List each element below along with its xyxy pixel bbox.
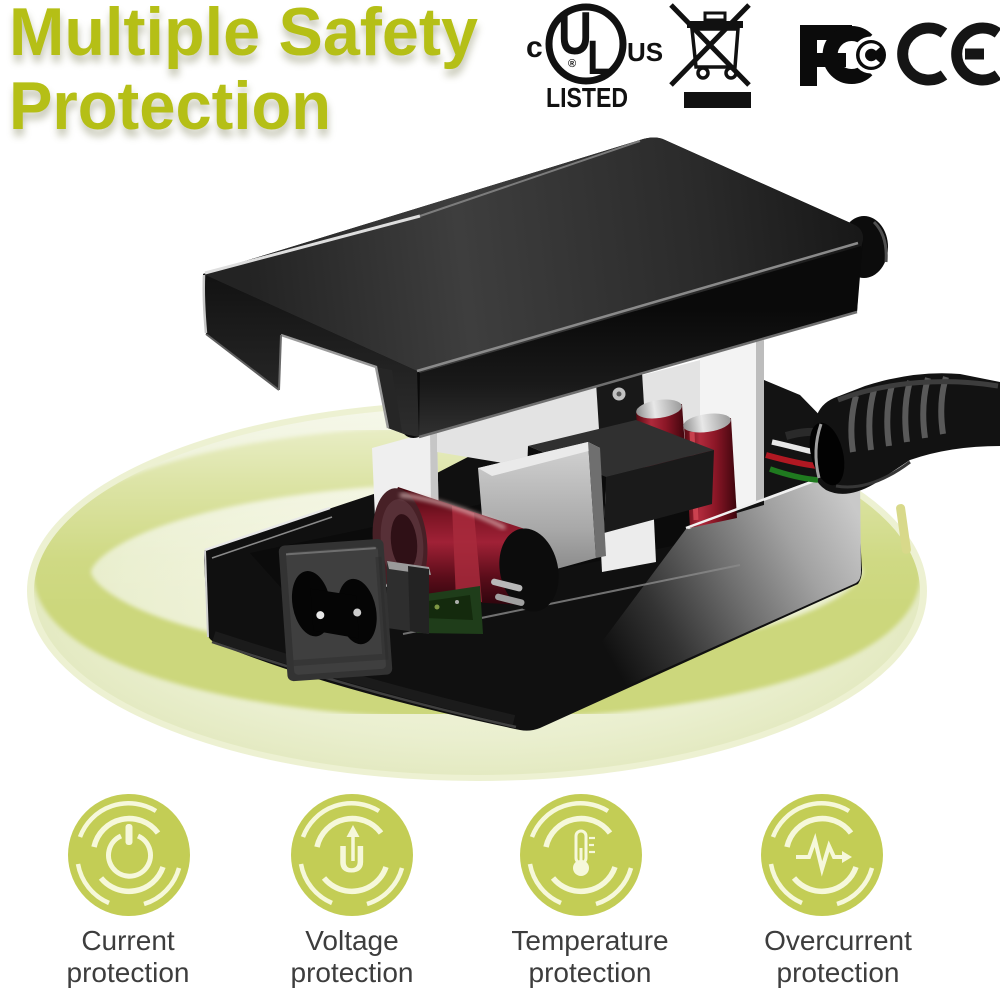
svg-text:LISTED: LISTED [546,82,628,113]
svg-text:Voltage: Voltage [305,925,398,956]
svg-text:protection: protection [777,957,900,988]
svg-text:Multiple Safety: Multiple Safety [9,0,478,70]
svg-text:®: ® [568,58,576,70]
svg-text:c: c [526,31,543,64]
svg-text:Current: Current [81,925,175,956]
svg-text:Overcurrent: Overcurrent [764,925,912,956]
svg-text:Protection: Protection [9,68,331,144]
svg-text:protection: protection [529,957,652,988]
svg-text:US: US [627,37,663,67]
svg-text:protection: protection [291,957,414,988]
svg-text:L: L [587,32,612,85]
svg-text:Multiple Safety: Multiple Safety [10,1,479,77]
svg-text:protection: protection [67,957,190,988]
svg-text:Temperature: Temperature [511,925,668,956]
svg-text:U: U [558,0,592,67]
svg-text:Protection: Protection [10,75,332,151]
